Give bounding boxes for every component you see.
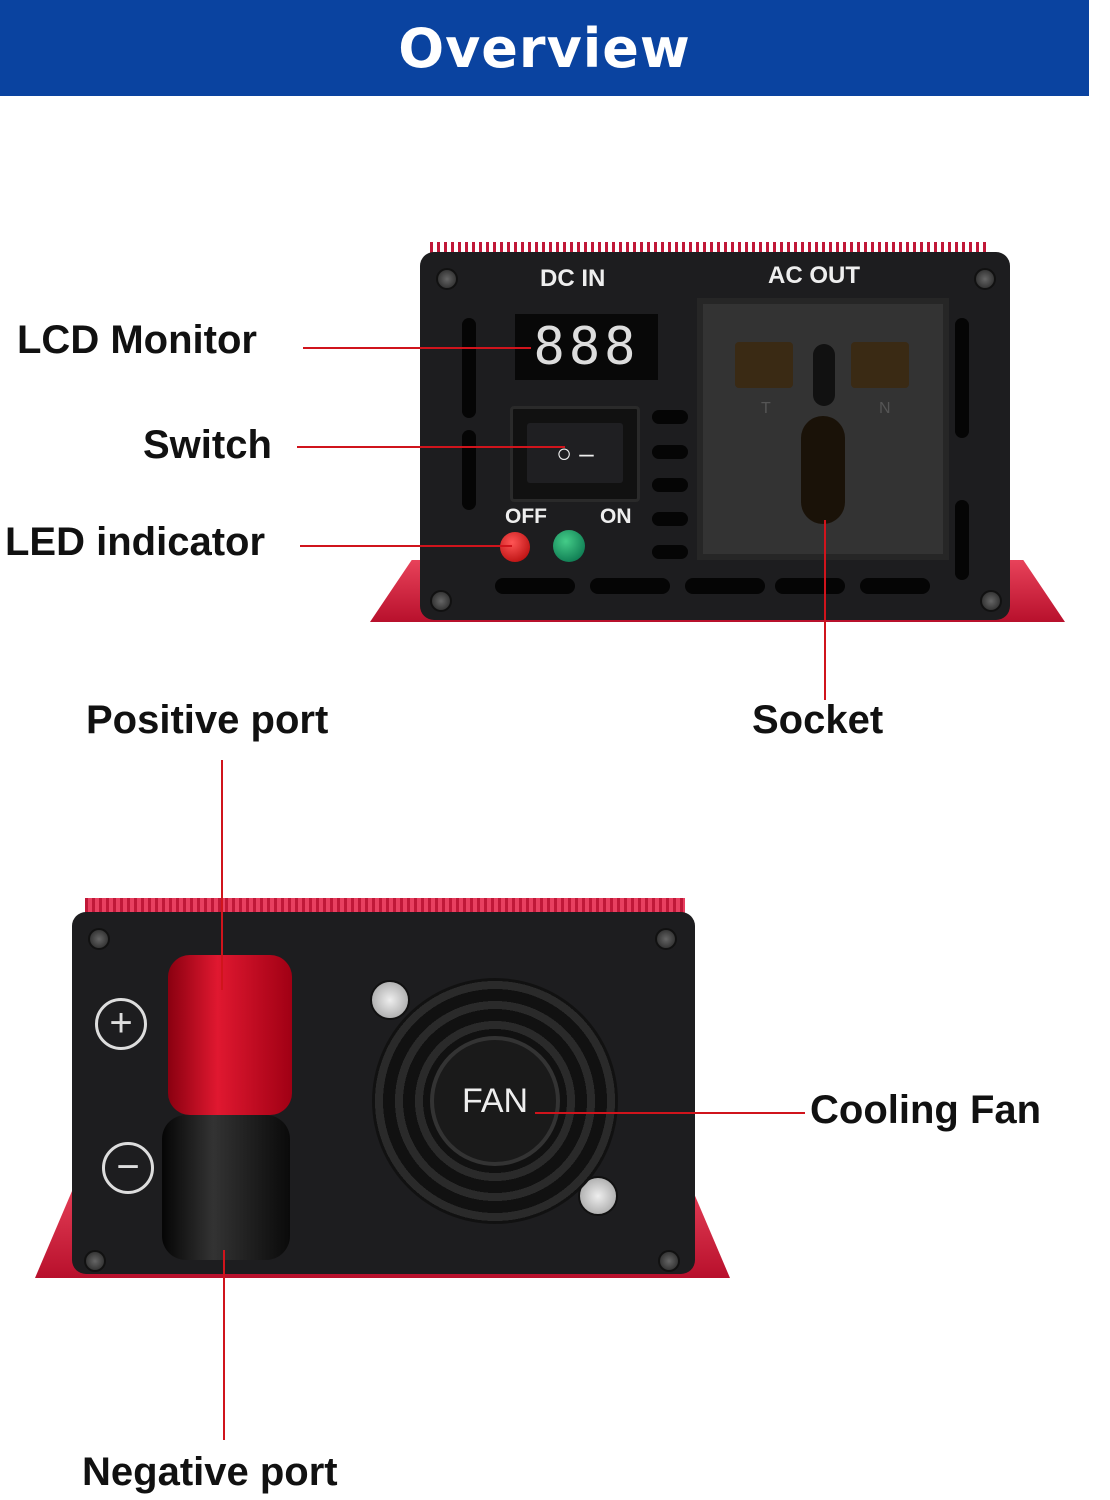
- screw-icon: [658, 1250, 680, 1272]
- callout-line: [223, 1250, 225, 1440]
- socket-hole: [735, 342, 793, 388]
- power-switch[interactable]: ○ –: [510, 406, 640, 502]
- screw-icon: [980, 590, 1002, 612]
- callout-line: [221, 760, 223, 990]
- green-led-icon: [553, 530, 585, 562]
- vent-slot: [652, 410, 688, 424]
- screw-icon: [974, 268, 996, 290]
- red-led-icon: [500, 532, 530, 562]
- fan-label: FAN: [430, 1036, 560, 1166]
- vent-slot: [652, 478, 688, 492]
- vent-slot: [955, 500, 969, 580]
- socket-hole: [851, 342, 909, 388]
- vent-slot: [590, 578, 670, 594]
- vent-slot: [685, 578, 765, 594]
- vent-slot: [462, 430, 476, 510]
- vent-slot: [652, 545, 688, 559]
- lcd-monitor-display: 888: [515, 314, 658, 380]
- screw-icon: [436, 268, 458, 290]
- callout-negative-port: Negative port: [82, 1450, 338, 1494]
- callout-line: [535, 1112, 805, 1114]
- screw-icon: [370, 980, 410, 1020]
- on-label: ON: [600, 505, 632, 528]
- header-title: Overview: [398, 16, 691, 80]
- socket-n-label: N: [879, 400, 891, 417]
- rocker: ○ –: [527, 423, 623, 483]
- screw-icon: [88, 928, 110, 950]
- callout-line: [300, 545, 512, 547]
- ac-out-label: AC OUT: [768, 262, 860, 289]
- vent-slot: [860, 578, 930, 594]
- off-label: OFF: [505, 505, 547, 528]
- positive-symbol-icon: +: [95, 998, 147, 1050]
- socket-t-label: T: [761, 400, 771, 417]
- vent-slot: [462, 318, 476, 418]
- callout-switch: Switch: [143, 423, 272, 467]
- callout-socket: Socket: [752, 698, 884, 742]
- positive-terminal[interactable]: [168, 955, 292, 1115]
- callout-cooling-fan: Cooling Fan: [810, 1088, 1042, 1132]
- socket-hole: [813, 344, 835, 406]
- cooling-fan-grille: FAN: [372, 978, 618, 1224]
- ac-socket[interactable]: T N: [697, 298, 949, 560]
- socket-hole: [801, 416, 845, 524]
- callout-line: [297, 446, 565, 448]
- dc-in-label: DC IN: [540, 265, 606, 292]
- vent-slot: [775, 578, 845, 594]
- negative-symbol-icon: −: [102, 1142, 154, 1194]
- vent-slot: [652, 445, 688, 459]
- vent-slot: [955, 318, 969, 438]
- callout-lcd-monitor: LCD Monitor: [17, 318, 257, 362]
- screw-icon: [84, 1250, 106, 1272]
- callout-positive-port: Positive port: [86, 698, 329, 742]
- header-banner: Overview: [0, 0, 1089, 96]
- screw-icon: [655, 928, 677, 950]
- vent-slot: [652, 512, 688, 526]
- screw-icon: [430, 590, 452, 612]
- negative-terminal[interactable]: [162, 1115, 290, 1260]
- callout-line: [824, 520, 826, 700]
- vent-slot: [495, 578, 575, 594]
- callout-led-indicator: LED indicator: [5, 520, 266, 564]
- callout-line: [303, 347, 531, 349]
